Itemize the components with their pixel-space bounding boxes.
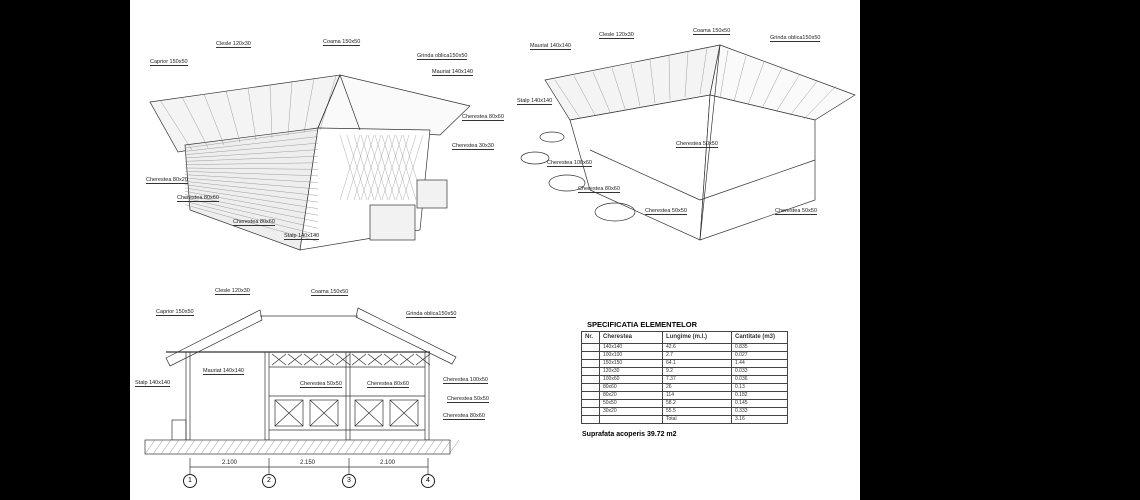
label-cherestea: Cherestea 50x50 [676, 141, 718, 148]
table-cell: 0.182 [731, 391, 788, 400]
label-cherestea: Cherestea 50x50 [447, 396, 489, 403]
table-cell: 55.5 [662, 407, 732, 416]
table-cell: 0.835 [731, 343, 788, 352]
isometric-view-open [520, 44, 856, 241]
table-cell [581, 351, 600, 360]
table-cell: 100x100 [599, 351, 663, 360]
table-cell [599, 415, 663, 424]
table-cell [581, 383, 600, 392]
axis-marker: 3 [342, 474, 356, 488]
table-cell: 58.2 [662, 399, 732, 408]
label-cherestea: Cherestea 80x60 [462, 114, 504, 121]
table-cell [581, 375, 600, 384]
label-cherestea: Cherestea 50x50 [300, 381, 342, 388]
table-cell: 26 [662, 383, 732, 392]
dimension: 2.150 [300, 460, 316, 466]
table-cell: 0.036 [731, 375, 788, 384]
roof-area: Suprafata acoperis 39.72 m2 [582, 431, 677, 438]
label-stalp: Stalp 140x140 [284, 233, 320, 240]
table-cell: 100x60 [599, 375, 663, 384]
label-coama: Coama 150x50 [311, 289, 349, 296]
label-cherestea: Cherestea 80x60 [177, 195, 219, 202]
spec-title: SPECIFICATIA ELEMENTELOR [587, 320, 698, 329]
isometric-view-closed [149, 74, 471, 251]
label-stalp: Stalp 140x140 [517, 98, 553, 105]
table-cell: 0.13 [731, 383, 788, 392]
label-cherestea: Cherestea 80x20 [146, 177, 188, 184]
label-cherestea: Cherestea 50x50 [645, 208, 687, 215]
label-caprior: Caprior 150x50 [150, 59, 188, 66]
axis-marker: 2 [262, 474, 276, 488]
label-cherestea: Cherestea 100x60 [547, 160, 592, 167]
label-caprior: Caprior 150x50 [156, 309, 194, 316]
label-cherestea: Cherestea 30x30 [452, 143, 494, 150]
label-mauriat: Mauriat 140x140 [530, 43, 571, 50]
front-elevation [144, 307, 460, 475]
dimension: 2.100 [380, 460, 396, 466]
table-cell: 64.1 [662, 359, 732, 368]
col-header: Nr. [581, 331, 600, 344]
label-cherestea: Cherestea 80x60 [443, 413, 485, 420]
table-cell: 120x30 [599, 367, 663, 376]
label-mauriat: Mauriat 140x140 [432, 69, 473, 76]
axis-marker: 1 [183, 474, 197, 488]
table-cell: 0.033 [731, 367, 788, 376]
label-clesle: Clesle 120x30 [216, 41, 251, 48]
table-cell: 7.37 [662, 375, 732, 384]
label-clesle: Clesle 120x30 [215, 288, 250, 295]
axis-marker: 4 [421, 474, 435, 488]
label-coama: Coama 150x50 [693, 28, 731, 35]
table-cell: 0.333 [731, 407, 788, 416]
table-cell: 50x50 [599, 399, 663, 408]
table-cell: 1.44 [731, 359, 788, 368]
table-cell [581, 367, 600, 376]
spec-table: Nr. Cherestea Lungime (m.l.) Cantitate (… [581, 331, 788, 424]
label-clesle: Clesle 120x30 [599, 32, 634, 39]
table-cell: 0.027 [731, 351, 788, 360]
label-cherestea: Cherestea 80x60 [578, 186, 620, 193]
table-cell: 80x60 [599, 383, 663, 392]
label-grinda: Grinda oblica150x50 [406, 311, 457, 318]
label-stalp: Stalp 140x140 [135, 380, 171, 387]
table-cell [581, 343, 600, 352]
table-cell: 30x20 [599, 407, 663, 416]
label-cherestea: Cherestea 100x50 [443, 377, 488, 384]
table-cell: 80x20 [599, 391, 663, 400]
col-header: Cherestea [599, 331, 663, 344]
table-cell: 2.7 [662, 351, 732, 360]
label-cherestea: Cherestea 50x50 [775, 208, 817, 215]
table-cell [581, 399, 600, 408]
table-cell: 150x150 [599, 359, 663, 368]
label-cherestea: Cherestea 80x60 [367, 381, 409, 388]
table-cell [581, 391, 600, 400]
label-mauriat: Mauriat 140x140 [203, 368, 244, 375]
table-cell: Total [662, 415, 732, 424]
label-cherestea: Cherestea 80x60 [233, 219, 275, 226]
table-cell: 114 [662, 391, 732, 400]
label-grinda: Grinda oblica150x50 [770, 35, 821, 42]
col-header: Cantitate (m3) [731, 331, 788, 344]
table-cell [581, 359, 600, 368]
table-cell: 140x140 [599, 343, 663, 352]
label-grinda: Grinda oblica150x50 [417, 53, 468, 60]
col-header: Lungime (m.l.) [662, 331, 732, 344]
table-cell [581, 415, 600, 424]
table-cell: 42.6 [662, 343, 732, 352]
label-coama: Coama 150x50 [323, 39, 361, 46]
dimension: 2.100 [222, 460, 238, 466]
table-cell: 0.145 [731, 399, 788, 408]
table-cell: 3.16 [731, 415, 788, 424]
table-cell: 9.2 [662, 367, 732, 376]
table-cell [581, 407, 600, 416]
